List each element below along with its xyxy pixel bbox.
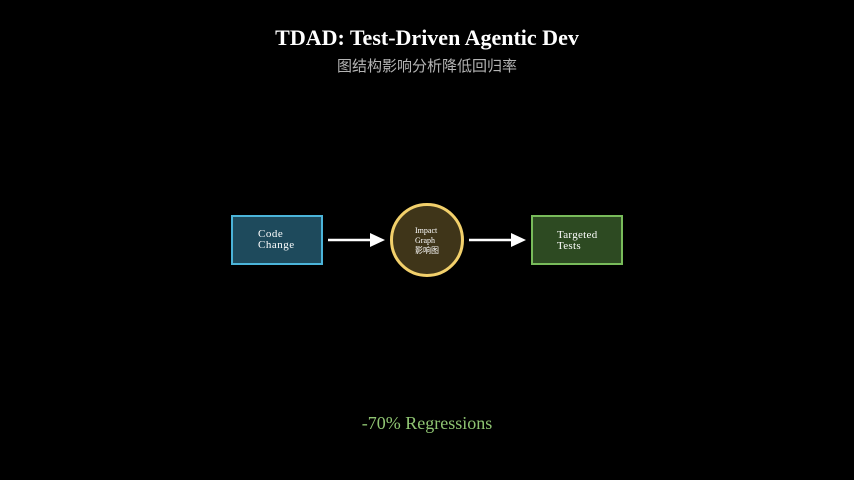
regression-result: -70% Regressions <box>361 413 493 433</box>
node-targeted-tests-line-2: Tests <box>557 240 581 252</box>
node-code-change-line-1: Code <box>258 228 284 240</box>
node-impact-graph-line-2: Graph <box>415 236 435 245</box>
arrow-code-to-impact <box>328 233 385 247</box>
node-targeted-tests-line-1: Targeted <box>557 229 598 241</box>
node-impact-graph: Impact Graph 影响图 <box>390 203 464 277</box>
node-targeted-tests: Targeted Tests <box>531 215 623 265</box>
node-code-change-line-2: Change <box>258 239 295 251</box>
node-impact-graph-line-3: 影响图 <box>415 246 439 255</box>
arrow-impact-to-tests <box>469 233 526 247</box>
page-subtitle: 图结构影响分析降低回归率 <box>336 57 517 75</box>
page-title: TDAD: Test-Driven Agentic Dev <box>275 25 579 50</box>
node-impact-graph-line-1: Impact <box>415 226 438 235</box>
node-code-change: Code Change <box>231 215 323 265</box>
